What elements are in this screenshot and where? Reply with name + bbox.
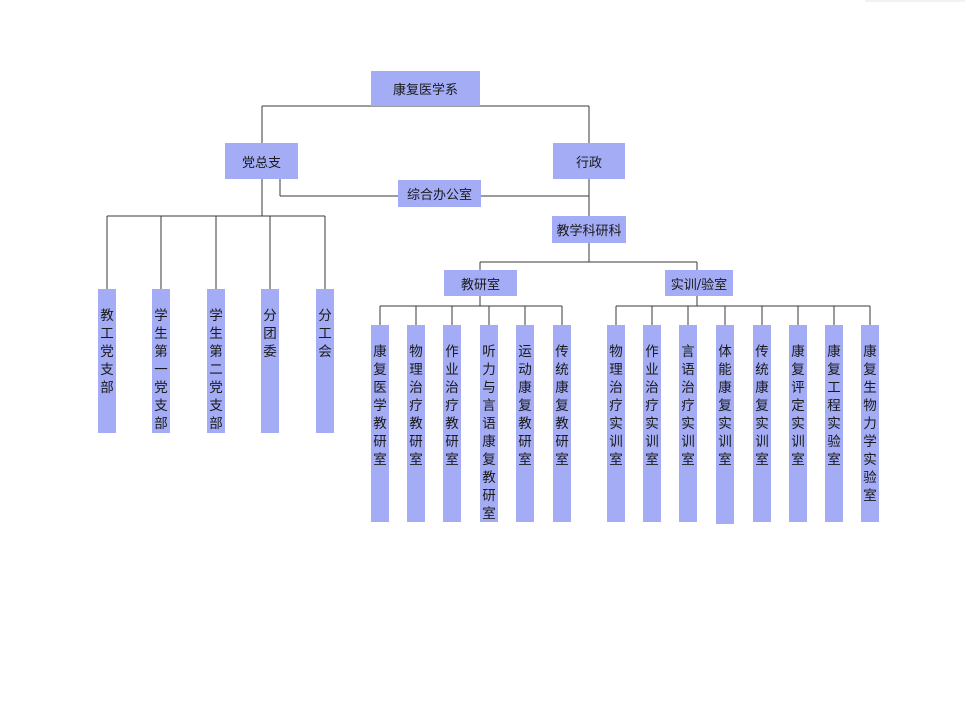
node-training-room: 物理治疗实训室	[607, 325, 625, 522]
node-training-room: 康复工程实验室	[825, 325, 843, 522]
node-admin-label: 行政	[575, 155, 602, 171]
vertical-label: 康复评定实训室	[791, 344, 805, 468]
node-training-lab-label: 实训/验室	[670, 277, 728, 293]
node-teaching-office: 教研室	[444, 270, 517, 296]
vertical-label: 运动康复教研室	[518, 344, 532, 468]
vertical-label: 传统康复实训室	[755, 344, 769, 468]
vertical-label: 学生第一党支部	[154, 308, 168, 432]
node-training-room: 作业治疗实训室	[643, 325, 661, 522]
node-training-room: 言语治疗实训室	[679, 325, 697, 522]
node-teaching-section: 听力与言语康复教研室	[480, 325, 498, 522]
node-party-label: 党总支	[241, 155, 281, 171]
node-teaching-section: 作业治疗教研室	[443, 325, 461, 522]
node-teaching-research: 教学科研科	[552, 216, 626, 243]
vertical-label: 康复工程实验室	[827, 344, 841, 468]
node-party: 党总支	[225, 143, 298, 179]
node-party-branch: 教工党支部	[98, 289, 116, 433]
vertical-label: 听力与言语康复教研室	[482, 344, 496, 522]
node-training-room: 康复评定实训室	[789, 325, 807, 522]
node-party-branch: 学生第二党支部	[207, 289, 225, 433]
vertical-label: 康复生物力学实验室	[863, 344, 877, 504]
vertical-label: 体能康复实训室	[718, 344, 732, 468]
node-party-branch: 分工会	[316, 289, 334, 433]
vertical-label: 传统康复教研室	[555, 344, 569, 468]
vertical-label: 言语治疗实训室	[681, 344, 695, 468]
node-teaching-section: 运动康复教研室	[516, 325, 534, 522]
node-root-label: 康复医学系	[392, 83, 458, 98]
node-teaching-section: 物理治疗教研室	[407, 325, 425, 522]
node-party-branch: 学生第一党支部	[152, 289, 170, 433]
vertical-label: 作业治疗教研室	[445, 344, 459, 468]
vertical-label: 物理治疗教研室	[409, 344, 423, 468]
top-edge-bar	[865, 0, 965, 2]
node-training-room: 体能康复实训室	[716, 325, 734, 524]
node-office: 综合办公室	[398, 180, 481, 207]
vertical-label: 物理治疗实训室	[609, 344, 623, 468]
vertical-label: 作业治疗实训室	[645, 344, 659, 468]
node-teaching-section: 康复医学教研室	[371, 325, 389, 522]
node-party-branch: 分团委	[261, 289, 279, 433]
vertical-label: 分团委	[263, 308, 277, 360]
node-admin: 行政	[553, 143, 625, 179]
node-training-lab: 实训/验室	[665, 270, 733, 296]
node-teaching-research-label: 教学科研科	[556, 224, 622, 239]
node-root: 康复医学系	[371, 71, 480, 106]
node-training-room: 传统康复实训室	[753, 325, 771, 522]
vertical-label: 分工会	[318, 308, 332, 360]
vertical-label: 康复医学教研室	[373, 344, 387, 468]
node-teaching-section: 传统康复教研室	[553, 325, 571, 522]
vertical-label: 教工党支部	[100, 308, 114, 396]
vertical-label: 学生第二党支部	[209, 308, 223, 432]
node-office-label: 综合办公室	[406, 188, 472, 203]
node-training-room: 康复生物力学实验室	[861, 325, 879, 522]
node-teaching-office-label: 教研室	[460, 277, 500, 293]
